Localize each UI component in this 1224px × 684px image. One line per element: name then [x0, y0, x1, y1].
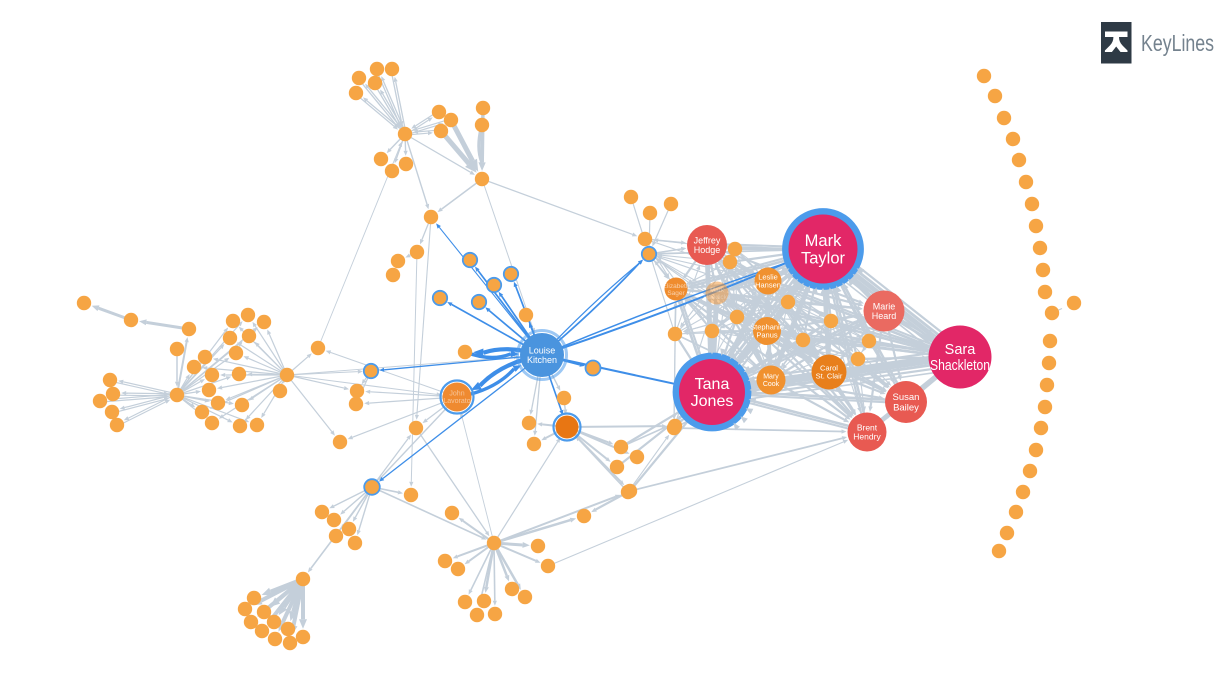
- svg-text:Taylor: Taylor: [801, 250, 846, 268]
- svg-text:John: John: [449, 391, 464, 398]
- svg-text:Hansen: Hansen: [755, 281, 781, 290]
- svg-text:Jeffrey: Jeffrey: [694, 235, 721, 245]
- svg-text:Susan: Susan: [893, 392, 920, 403]
- svg-text:St. Clair: St. Clair: [816, 372, 843, 381]
- svg-text:Stephanie: Stephanie: [750, 323, 784, 332]
- svg-text:Louise: Louise: [529, 345, 556, 355]
- svg-text:Leslie: Leslie: [758, 273, 778, 282]
- svg-text:Kitchen: Kitchen: [527, 355, 557, 365]
- svg-text:Tana: Tana: [695, 376, 730, 393]
- svg-text:Shackleton: Shackleton: [930, 358, 990, 374]
- svg-text:Mary: Mary: [763, 374, 779, 381]
- svg-text:Sara: Sara: [945, 342, 977, 358]
- svg-text:Heard: Heard: [872, 311, 897, 321]
- svg-text:Bailey: Bailey: [893, 403, 919, 414]
- svg-text:KeyLines: KeyLines: [1141, 30, 1214, 56]
- svg-text:Hendry: Hendry: [853, 432, 881, 442]
- svg-text:Elizabeth: Elizabeth: [663, 283, 690, 290]
- svg-text:Haedicke: Haedicke: [703, 294, 730, 301]
- svg-text:Mark: Mark: [805, 232, 842, 250]
- svg-text:Sager: Sager: [667, 290, 685, 297]
- svg-text:Carol: Carol: [820, 364, 838, 373]
- svg-text:Panus: Panus: [756, 331, 778, 340]
- svg-text:Marie: Marie: [873, 301, 896, 311]
- svg-text:Cook: Cook: [763, 381, 780, 388]
- svg-text:Lavorato: Lavorato: [443, 398, 470, 405]
- svg-text:Mark: Mark: [710, 287, 725, 294]
- svg-text:Jones: Jones: [691, 393, 734, 410]
- svg-text:Hodge: Hodge: [694, 245, 721, 255]
- svg-text:Brent: Brent: [857, 422, 878, 432]
